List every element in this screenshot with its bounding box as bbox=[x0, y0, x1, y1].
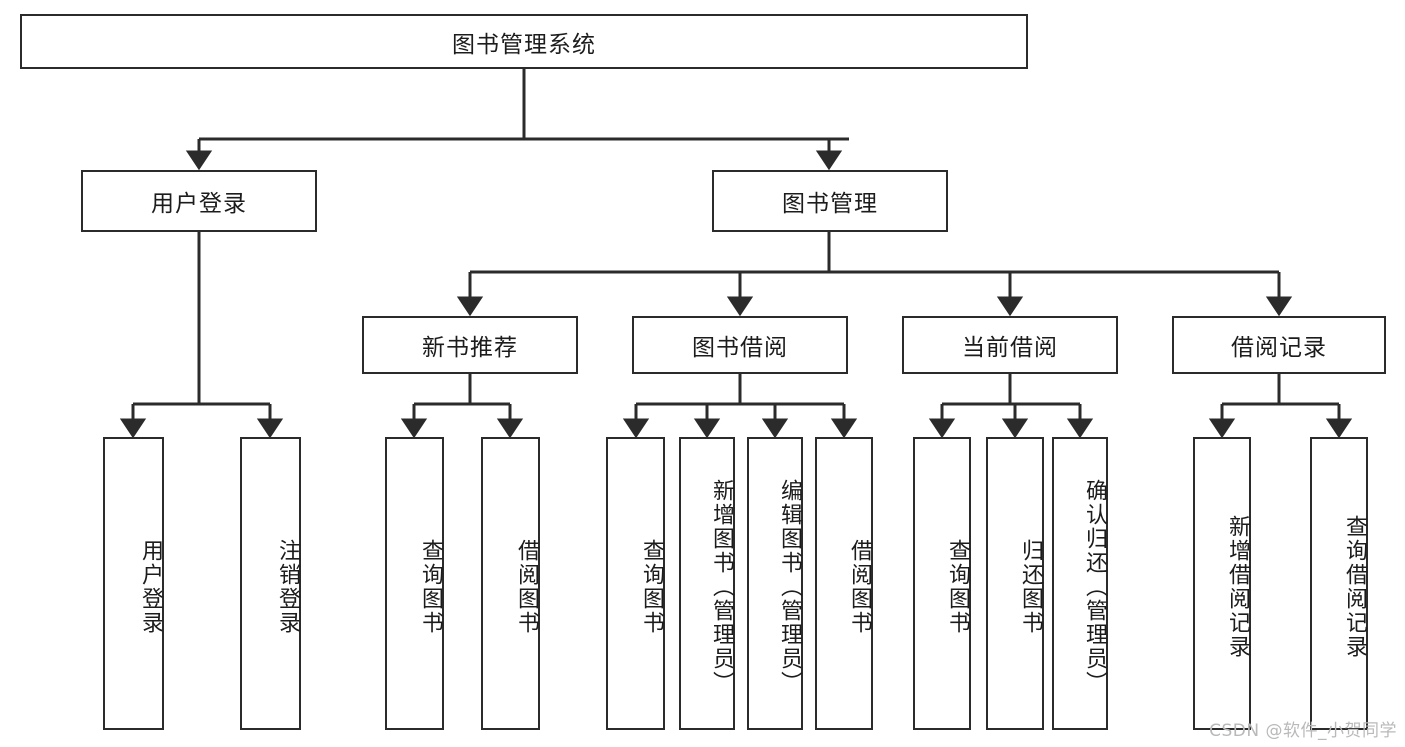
leaf-return-book[interactable]: 归还图书 bbox=[986, 437, 1044, 730]
node-user-login[interactable]: 用户登录 bbox=[81, 170, 317, 232]
leaf-query-borrow-record[interactable]: 查询借阅记录 bbox=[1310, 437, 1368, 730]
node-book-borrow-label: 图书借阅 bbox=[692, 335, 788, 361]
node-new-book-recommend[interactable]: 新书推荐 bbox=[362, 316, 578, 374]
leaf-add-book-admin[interactable]: 新增图书（管理员） bbox=[679, 437, 735, 730]
leaf-borrow-book-recommend[interactable]: 借阅图书 bbox=[481, 437, 540, 730]
leaf-edit-book-admin-label: 编辑图书（管理员） bbox=[777, 478, 802, 695]
node-book-management[interactable]: 图书管理 bbox=[712, 170, 948, 232]
leaf-query-borrow-record-label: 查询借阅记录 bbox=[1342, 514, 1367, 659]
node-current-borrow[interactable]: 当前借阅 bbox=[902, 316, 1118, 374]
leaf-return-book-label: 归还图书 bbox=[1018, 538, 1043, 635]
leaf-query-book-recommend-label: 查询图书 bbox=[418, 538, 443, 635]
leaf-query-book-borrow-label: 查询图书 bbox=[639, 538, 664, 635]
node-root[interactable]: 图书管理系统 bbox=[20, 14, 1028, 69]
leaf-add-book-admin-label: 新增图书（管理员） bbox=[709, 478, 734, 695]
node-current-borrow-label: 当前借阅 bbox=[962, 335, 1058, 361]
leaf-edit-book-admin[interactable]: 编辑图书（管理员） bbox=[747, 437, 803, 730]
leaf-confirm-return-admin[interactable]: 确认归还（管理员） bbox=[1052, 437, 1108, 730]
leaf-borrow-book[interactable]: 借阅图书 bbox=[815, 437, 873, 730]
leaf-query-book-current-label: 查询图书 bbox=[945, 538, 970, 635]
leaf-confirm-return-admin-label: 确认归还（管理员） bbox=[1082, 478, 1107, 695]
leaf-logout[interactable]: 注销登录 bbox=[240, 437, 301, 730]
node-borrow-record-label: 借阅记录 bbox=[1231, 335, 1327, 361]
node-user-login-label: 用户登录 bbox=[151, 191, 247, 217]
leaf-query-book-recommend[interactable]: 查询图书 bbox=[385, 437, 444, 730]
node-book-borrow[interactable]: 图书借阅 bbox=[632, 316, 848, 374]
leaf-borrow-book-label: 借阅图书 bbox=[847, 538, 872, 635]
leaf-add-borrow-record[interactable]: 新增借阅记录 bbox=[1193, 437, 1251, 730]
leaf-query-book-current[interactable]: 查询图书 bbox=[913, 437, 971, 730]
leaf-borrow-book-recommend-label: 借阅图书 bbox=[514, 538, 539, 635]
csdn-watermark: CSDN @软件_小贺同学 bbox=[1209, 721, 1397, 741]
leaf-user-login[interactable]: 用户登录 bbox=[103, 437, 164, 730]
leaf-query-book-borrow[interactable]: 查询图书 bbox=[606, 437, 665, 730]
node-root-label: 图书管理系统 bbox=[452, 31, 596, 58]
node-new-book-recommend-label: 新书推荐 bbox=[422, 335, 518, 361]
leaf-logout-label: 注销登录 bbox=[275, 538, 300, 635]
node-book-management-label: 图书管理 bbox=[782, 191, 878, 217]
leaf-user-login-label: 用户登录 bbox=[138, 538, 163, 635]
leaf-add-borrow-record-label: 新增借阅记录 bbox=[1225, 514, 1250, 659]
node-borrow-record[interactable]: 借阅记录 bbox=[1172, 316, 1386, 374]
